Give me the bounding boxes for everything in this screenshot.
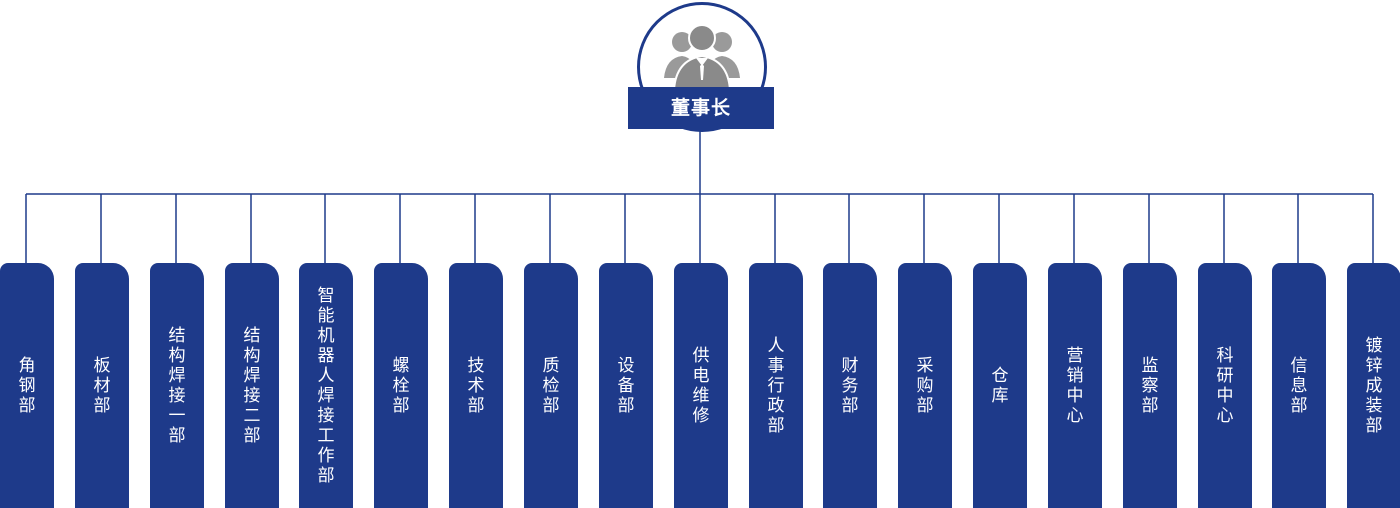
department-label: 监察部 (1141, 355, 1159, 416)
department-box: 智能机器人焊接工作部 (299, 263, 353, 508)
department-box: 角钢部 (0, 263, 54, 508)
root-title: 董事长 (628, 87, 774, 129)
department-label: 供电维修 (692, 345, 710, 426)
people-group-icon (664, 24, 740, 90)
department-box: 监察部 (1123, 263, 1177, 508)
department-box: 信息部 (1272, 263, 1326, 508)
department-box: 技术部 (449, 263, 503, 508)
department-box: 营销中心 (1048, 263, 1102, 508)
department-label: 设备部 (617, 355, 635, 416)
department-box: 质检部 (524, 263, 578, 508)
department-label: 营销中心 (1066, 345, 1084, 426)
department-label: 角钢部 (18, 355, 36, 416)
department-label: 财务部 (841, 355, 859, 416)
department-box: 财务部 (823, 263, 877, 508)
department-box: 结构焊接一部 (150, 263, 204, 508)
department-box: 板材部 (75, 263, 129, 508)
department-label: 人事行政部 (767, 335, 785, 436)
department-label: 仓库 (991, 365, 1009, 406)
department-box: 螺栓部 (374, 263, 428, 508)
department-box: 供电维修 (674, 263, 728, 508)
department-box: 采购部 (898, 263, 952, 508)
department-label: 技术部 (467, 355, 485, 416)
department-label: 结构焊接一部 (168, 325, 186, 446)
department-box: 科研中心 (1198, 263, 1252, 508)
department-box: 结构焊接二部 (225, 263, 279, 508)
department-box: 人事行政部 (749, 263, 803, 508)
department-label: 结构焊接二部 (243, 325, 261, 446)
department-label: 镀锌成装部 (1365, 335, 1383, 436)
department-box: 仓库 (973, 263, 1027, 508)
department-label: 螺栓部 (392, 355, 410, 416)
department-box: 设备部 (599, 263, 653, 508)
department-label: 智能机器人焊接工作部 (317, 285, 335, 486)
department-label: 科研中心 (1216, 345, 1234, 426)
department-label: 板材部 (93, 355, 111, 416)
department-box: 镀锌成装部 (1347, 263, 1400, 508)
department-label: 采购部 (916, 355, 934, 416)
department-label: 质检部 (542, 355, 560, 416)
department-label: 信息部 (1290, 355, 1308, 416)
